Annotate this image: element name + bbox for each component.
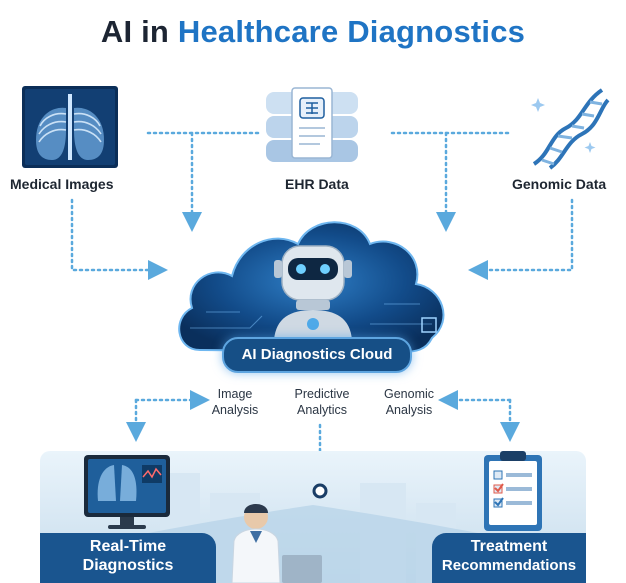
page-title: AI in Healthcare Diagnostics (0, 14, 626, 50)
image-analysis-line1: Image (217, 387, 253, 401)
monitor-xray-icon (84, 455, 170, 529)
treatment-recommendations-badge: Treatment Recommendations (432, 533, 586, 583)
label-ehr-data: EHR Data (285, 176, 349, 192)
label-medical-images: Medical Images (10, 176, 114, 192)
image-analysis-line2: Analysis (211, 403, 259, 417)
dna-icon (531, 88, 610, 170)
predictive-analytics-line1: Predictive (294, 387, 350, 401)
ai-diagnostics-cloud-label: AI Diagnostics Cloud (222, 337, 412, 373)
title-accent: Healthcare Diagnostics (177, 14, 526, 49)
realtime-line1: Real-Time (89, 538, 167, 555)
connection-dot (312, 483, 328, 499)
realtime-line2: Diagnostics (82, 557, 174, 574)
genomic-analysis-line1: Genomic (383, 387, 435, 401)
robot-icon (274, 245, 352, 340)
genomic-analysis-line2: Analysis (385, 403, 433, 417)
xray-icon (22, 86, 118, 168)
ehr-document-icon (266, 87, 358, 162)
clipboard-checklist-icon (484, 451, 542, 531)
treatment-line2: Recommendations (441, 557, 577, 574)
ai-cloud (178, 221, 445, 354)
title-prefix: AI in (100, 14, 178, 49)
genomic-analysis-label: Genomic Analysis (376, 386, 442, 418)
realtime-diagnostics-badge: Real-Time Diagnostics (40, 533, 216, 583)
predictive-analytics-line2: Analytics (296, 403, 348, 417)
arrow-genomic-to-cloud (468, 198, 574, 280)
label-genomic-data: Genomic Data (512, 176, 607, 192)
image-analysis-label: Image Analysis (205, 386, 265, 418)
arrow-images-to-cloud (70, 198, 168, 280)
doctor-figure (231, 504, 322, 583)
predictive-analytics-label: Predictive Analytics (286, 386, 358, 418)
treatment-line1: Treatment (470, 538, 548, 555)
